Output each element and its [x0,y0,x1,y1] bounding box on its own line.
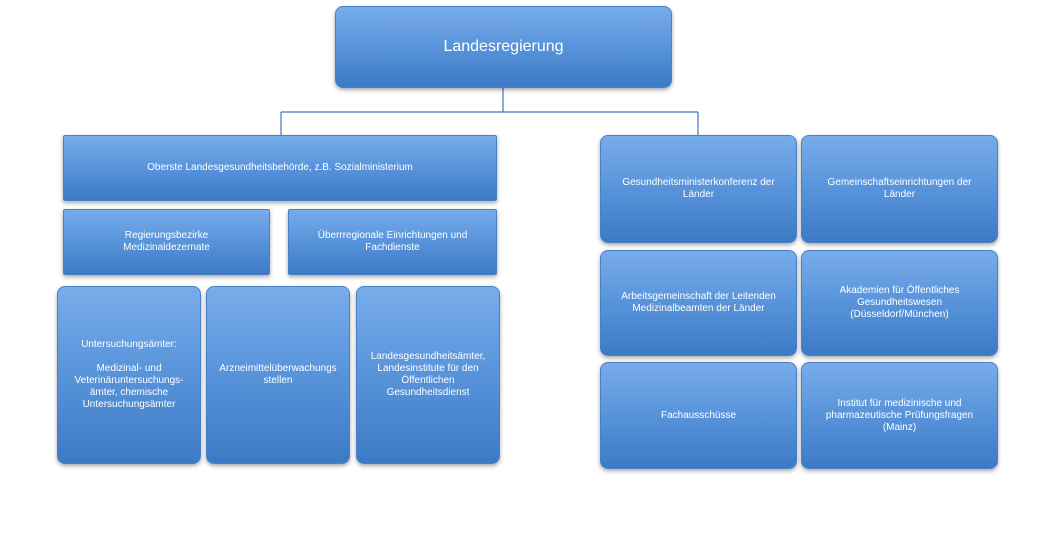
box-fachausschuesse: Fachausschüsse [600,362,797,469]
box-institut-pruefungsfragen: Institut für medizinische und pharmazeut… [801,362,998,469]
box-arzneimittelueberwachungsstellen: Arzneimittelüberwachungs stellen [206,286,350,464]
box-untersuchungsaemter: Untersuchungsämter: Medizinal- und Veter… [57,286,201,464]
box-ueberregionale-einrichtungen: Überrregionale Einrichtungen und Fachdie… [288,209,497,275]
box-arbeitsgemeinschaft-leitende-medizinalbeamte: Arbeitsgemeinschaft der Leitenden Medizi… [600,250,797,356]
box-gemeinschaftseinrichtungen: Gemeinschaftseinrichtungen der Länder [801,135,998,243]
box-akademien-oeffentliches-gesundheitswesen: Akademien für Öffentliches Gesundheitswe… [801,250,998,356]
root-box-landesregierung: Landesregierung [335,6,672,88]
box-landesgesundheitsaemter: Landesgesundheitsämter, Landesinstitute … [356,286,500,464]
box-oberste-landesgesundheitsbehoerde: Oberste Landesgesundheitsbehörde, z.B. S… [63,135,497,201]
box-gesundheitsministerkonferenz: Gesundheitsministerkonferenz der Länder [600,135,797,243]
box-regierungsbezirke: Regierungsbezirke Medizinaldezernate [63,209,270,275]
